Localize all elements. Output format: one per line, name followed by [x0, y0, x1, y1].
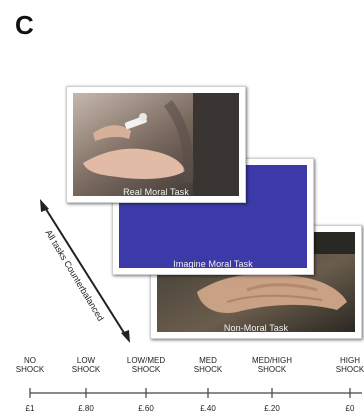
money-amount-label: £0: [325, 404, 364, 413]
shock-level-name: MED: [173, 356, 243, 365]
real-moral-task-card: Real Moral Task: [66, 86, 246, 203]
arrowhead-up-icon: [40, 199, 49, 212]
real-moral-task-caption: Real Moral Task: [67, 187, 245, 197]
counterbalanced-label: All tasks Counterbalanced: [43, 228, 105, 323]
real-moral-task-photo: [73, 93, 239, 196]
shock-level-name: MED/HIGH: [237, 356, 307, 365]
imagine-moral-task-caption: Imagine Moral Task: [113, 259, 313, 269]
money-amount-label: £1: [5, 404, 55, 413]
shock-level-word: SHOCK: [315, 365, 364, 374]
shock-level-name: HIGH: [315, 356, 364, 365]
panel-letter: C: [15, 10, 34, 41]
shock-level-word: SHOCK: [173, 365, 243, 374]
shock-level-word: SHOCK: [111, 365, 181, 374]
shock-level-name: LOW/MED: [111, 356, 181, 365]
money-amount-label: £.20: [247, 404, 297, 413]
non-moral-task-caption: Non-Moral Task: [151, 323, 361, 333]
shock-level-word: SHOCK: [237, 365, 307, 374]
money-amount-label: £.60: [121, 404, 171, 413]
money-amount-label: £.80: [61, 404, 111, 413]
money-amount-label: £.40: [183, 404, 233, 413]
arrowhead-down-icon: [121, 330, 130, 343]
